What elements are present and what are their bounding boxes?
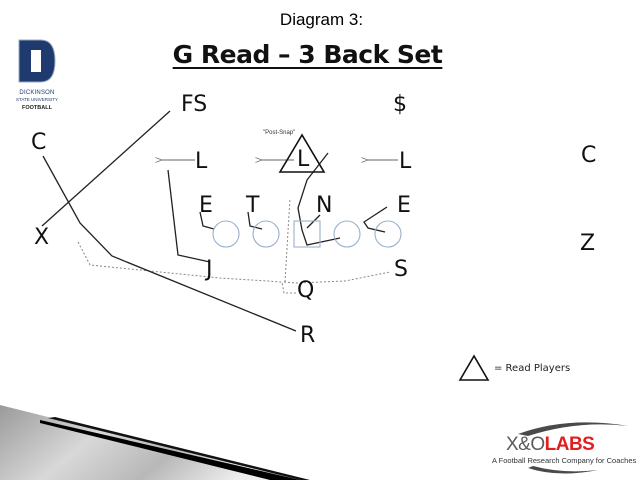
logo-text-state-university: STATE UNIVERSITY (15, 97, 59, 102)
tackle-label: T (245, 193, 260, 218)
free-safety-label: FS (181, 92, 207, 117)
lb-mid-pursuit (297, 152, 341, 246)
end-right-label: E (397, 193, 411, 218)
dickinson-state-logo: DICKINSON STATE UNIVERSITY FOOTBALL (12, 38, 62, 111)
decorative-swoosh (0, 405, 310, 480)
lb-middle-label: L (297, 147, 310, 172)
t-block (247, 211, 263, 230)
route-lines (41, 110, 388, 332)
legend: = Read Players (458, 354, 570, 382)
corner-right-label: C (581, 143, 596, 168)
lb-left-label: L (195, 149, 208, 174)
r-back-label: R (300, 323, 315, 348)
logo-text-dickinson: DICKINSON (19, 90, 55, 96)
right-guard-circle (333, 220, 361, 248)
offensive-line (212, 220, 402, 248)
lb-right-label: L (399, 149, 412, 174)
brand-name-xo: X&O (506, 434, 545, 455)
brand-name-labs: LABS (544, 434, 595, 455)
strong-safety-label: $ (393, 92, 407, 117)
legend-triangle-icon (458, 354, 490, 381)
c-route-line (42, 155, 297, 332)
left-tackle-circle (212, 220, 240, 248)
z-receiver-label: Z (580, 231, 595, 256)
d-logo-icon (18, 39, 56, 83)
legend-label: = Read Players (494, 362, 571, 374)
read-triangle-icon (278, 133, 326, 173)
x-receiver-label: X (34, 225, 49, 250)
fs-to-x-line (41, 110, 171, 227)
corner-left-label: C (31, 130, 46, 155)
brand-name: X&OLABS (506, 434, 595, 456)
left-guard-circle (252, 220, 280, 248)
j-route-line (167, 169, 211, 263)
diagram-label: Diagram 3: (279, 10, 364, 29)
dotted-paths (77, 197, 391, 294)
center-square (293, 220, 321, 248)
nose-label: N (316, 193, 332, 218)
j-back-label: J (204, 257, 213, 282)
end-left-label: E (199, 193, 213, 218)
logo-text-football: FOOTBALL (22, 105, 52, 111)
quarterback-label: Q (297, 278, 314, 303)
e-right-block (363, 206, 388, 233)
xo-labs-logo: X&OLABS A Football Research Company for … (488, 418, 638, 476)
page-title: G Read – 3 Back Set (172, 40, 443, 69)
brand-tagline: A Football Research Company for Coaches (492, 456, 637, 465)
s-back-label: S (394, 257, 408, 282)
swoosh-icon (518, 422, 628, 474)
right-tackle-circle (374, 220, 402, 248)
post-snap-note: "Post-Snap" (263, 130, 295, 136)
e-left-block (199, 211, 215, 230)
